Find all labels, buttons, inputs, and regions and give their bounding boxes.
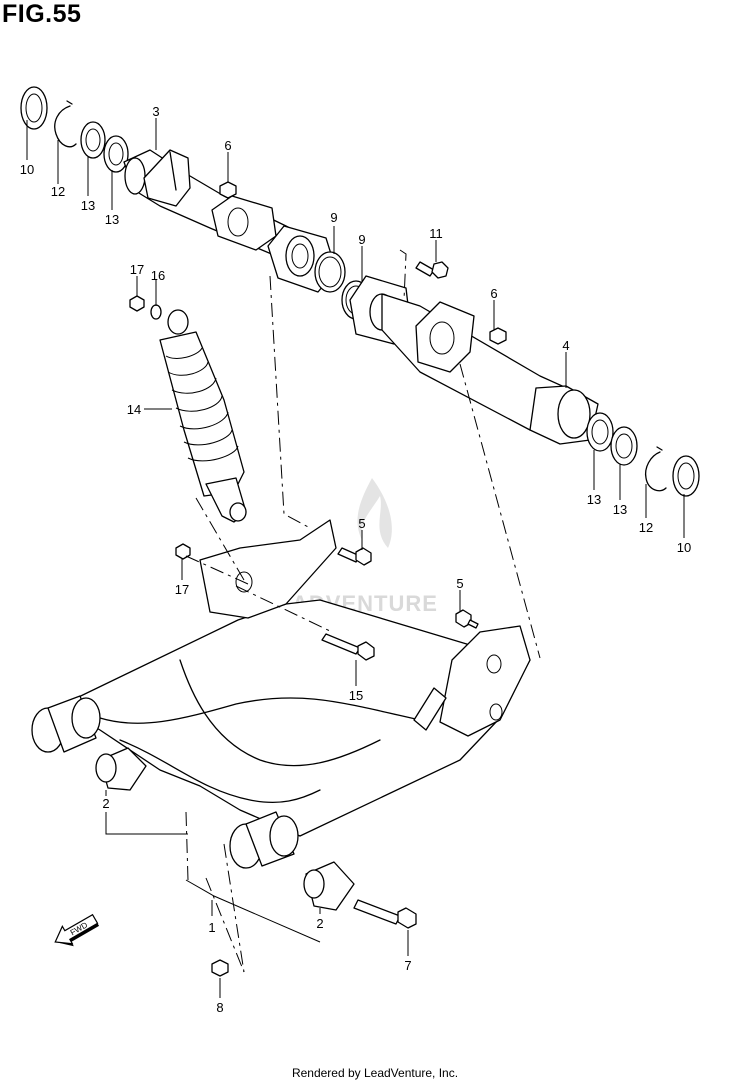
callout-17a: 17: [130, 262, 144, 277]
callout-1: 1: [208, 920, 215, 935]
figure-title: FIG.55: [2, 0, 82, 28]
callout-9b: 9: [358, 232, 365, 247]
callout-17b: 17: [175, 582, 189, 597]
swingarm: [31, 519, 531, 977]
callout-13a: 13: [81, 198, 95, 213]
callout-11: 11: [429, 226, 443, 241]
callout-10a: 10: [20, 162, 34, 177]
callout-14: 14: [127, 402, 141, 417]
callout-9a: 9: [330, 210, 337, 225]
callout-13b: 13: [105, 212, 119, 227]
pivot-tube-right: [341, 261, 700, 497]
callout-15: 15: [349, 688, 363, 703]
callout-16: 16: [151, 268, 165, 283]
callout-2b: 2: [316, 916, 323, 931]
callout-5a: 5: [358, 516, 365, 531]
callout-10b: 10: [677, 540, 691, 555]
callout-7: 7: [404, 958, 411, 973]
callout-4: 4: [562, 338, 569, 353]
callout-13c: 13: [587, 492, 601, 507]
footer-credit: Rendered by LeadVenture, Inc.: [291, 1066, 459, 1080]
alignment-lines: [185, 249, 541, 973]
callout-3: 3: [152, 104, 159, 119]
callout-12b: 12: [639, 520, 653, 535]
callout-8: 8: [216, 1000, 223, 1015]
callout-12a: 12: [51, 184, 65, 199]
callout-2a: 2: [102, 796, 109, 811]
callout-6a: 6: [224, 138, 231, 153]
shock-absorber: [129, 295, 247, 560]
fwd-arrow: FWD: [54, 913, 100, 947]
callout-6b: 6: [490, 286, 497, 301]
leader-lines: [26, 118, 685, 998]
callout-5b: 5: [456, 576, 463, 591]
pivot-tube-left: [20, 86, 346, 293]
callout-13d: 13: [613, 502, 627, 517]
